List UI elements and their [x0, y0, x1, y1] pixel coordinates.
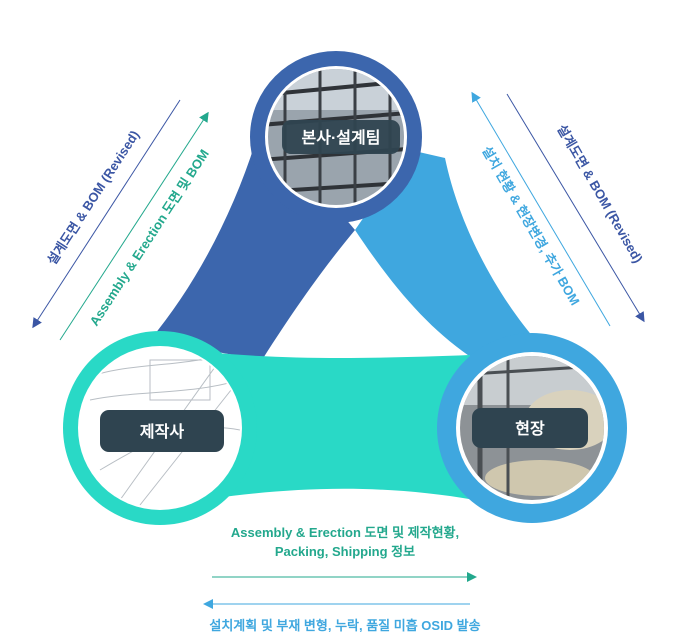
- site-label: 현장: [515, 419, 545, 438]
- band-hq-site: [355, 150, 540, 360]
- flow-label-fabricator-to-site-line2: Packing, Shipping 정보: [275, 544, 415, 559]
- flow-label-site-to-fabricator: 설치계획 및 부재 변형, 누락, 품질 미흡 OSID 발송: [209, 618, 480, 633]
- arrow-fabricator-to-hq: [59, 111, 209, 341]
- hq-label: 본사·설계팀: [302, 128, 381, 147]
- fabricator-node[interactable]: 제작사: [63, 331, 257, 525]
- hq-node[interactable]: 본사·설계팀: [250, 51, 422, 223]
- flow-label-fabricator-to-site-line1: Assembly & Erection 도면 및 제작현황,: [231, 525, 459, 540]
- fabricator-label: 제작사: [140, 423, 184, 441]
- flow-label-hq-to-site: 설계도면 & BOM (Revised): [554, 122, 645, 265]
- flow-label-hq-to-fabricator: 설계도면 & BOM (Revised): [44, 128, 142, 268]
- arrow-site-to-hq: [471, 91, 611, 327]
- arrow-hq-to-site: [506, 93, 645, 323]
- site-node[interactable]: 현장: [437, 333, 627, 523]
- arrow-hq-to-fabricator: [32, 99, 181, 329]
